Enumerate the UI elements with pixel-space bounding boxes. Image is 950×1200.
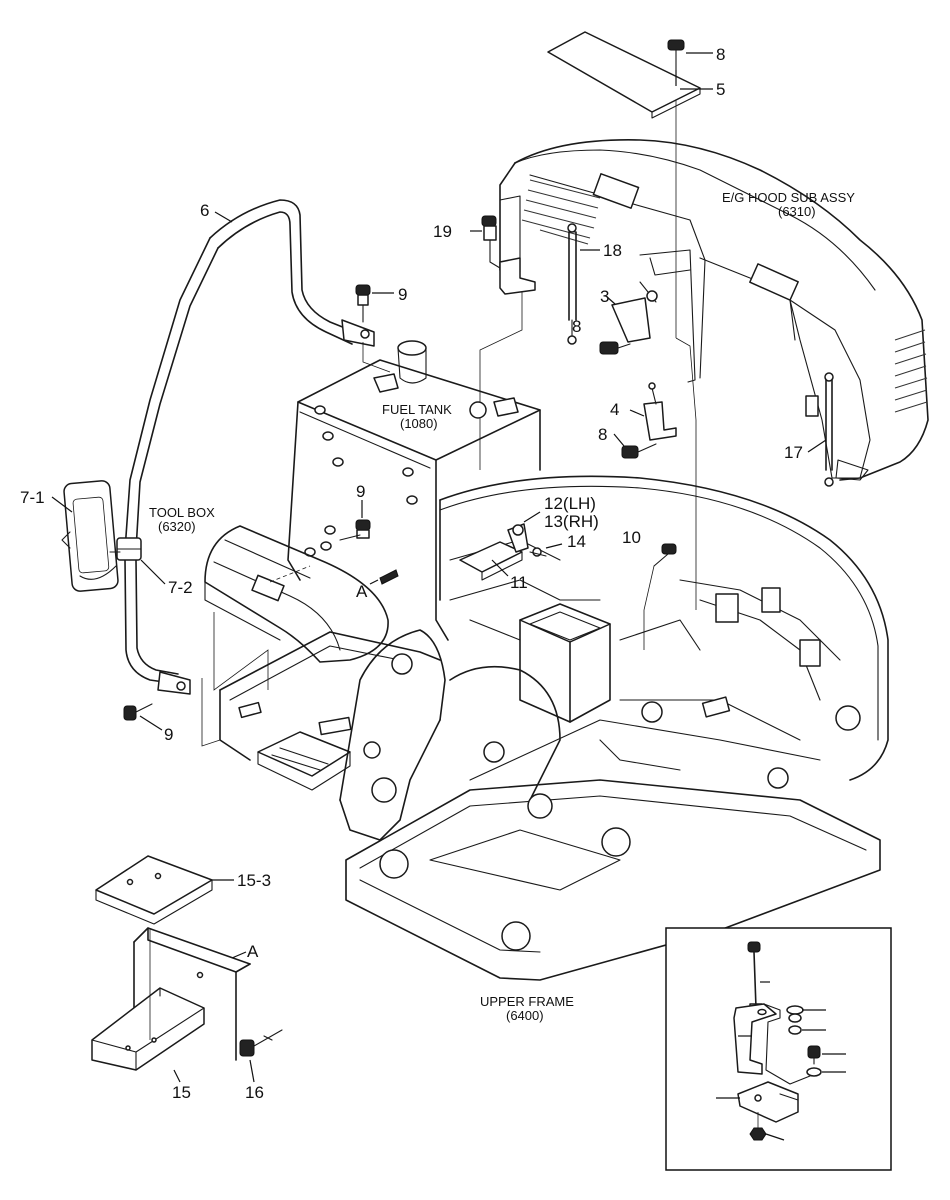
label-item-18: 18 — [603, 241, 622, 260]
label-item-7-2: 7-2 — [168, 578, 193, 597]
label-item-17: 17 — [784, 443, 803, 462]
gas-spring — [567, 223, 577, 345]
label-item-7-1: 7-1 — [20, 488, 45, 507]
engine-hood — [499, 139, 929, 481]
bolt-icon — [355, 284, 371, 323]
detail-item-4-panel — [665, 927, 892, 1171]
label-fuel-name: FUEL TANK — [382, 402, 452, 417]
label-hood-name: E/G HOOD SUB ASSY — [722, 190, 855, 205]
label-toolbox-name: TOOL BOX — [149, 505, 215, 520]
bracket-assembly — [459, 523, 547, 581]
handrail-bracket — [157, 319, 375, 695]
tray-detail — [91, 855, 283, 1071]
label-item-8-mid: 8 — [572, 317, 581, 336]
label-item-4: 4 — [610, 400, 619, 419]
label-item-11: 11 — [510, 573, 528, 592]
label-toolbox-code: (6320) — [158, 519, 196, 534]
hood-bracket — [611, 281, 658, 343]
label-item-13: 13(RH) — [544, 512, 599, 531]
label-item-8-low: 8 — [598, 425, 607, 444]
label-frame-code: (6400) — [506, 1008, 544, 1023]
gas-spring — [824, 372, 834, 487]
bolt-icon — [621, 443, 657, 459]
label-item-14: 14 — [567, 532, 586, 551]
label-item-15: 15 — [172, 1083, 191, 1102]
label-item-9-top: 9 — [398, 285, 407, 304]
label-item-6: 6 — [200, 201, 209, 220]
hood-stay — [489, 237, 536, 295]
label-hood-code: (6310) — [778, 204, 816, 219]
label-frame-name: UPPER FRAME — [480, 994, 574, 1009]
bolt-icon — [339, 519, 371, 541]
bolt-icon — [123, 703, 153, 721]
label-item-a-detail: A — [247, 942, 259, 961]
mirror-clamp — [116, 537, 142, 561]
tool-box — [204, 525, 389, 663]
label-item-8-top: 8 — [716, 45, 725, 64]
handrail — [124, 199, 361, 685]
bolt-icon — [599, 341, 631, 355]
label-item-19: 19 — [433, 222, 452, 241]
upper-frame — [219, 475, 889, 981]
label-fuel-code: (1080) — [400, 416, 438, 431]
label-item-9-low: 9 — [164, 725, 173, 744]
label-item-15-3: 15-3 — [237, 871, 271, 890]
label-item-5: 5 — [716, 80, 725, 99]
bolt-icon — [653, 543, 677, 567]
side-mirror — [61, 480, 121, 592]
label-item-16: 16 — [245, 1083, 264, 1102]
label-item-10: 10 — [622, 528, 641, 547]
bolt-icon — [481, 215, 497, 241]
detail-4-bracket — [643, 382, 677, 441]
label-item-9-mid: 9 — [356, 482, 365, 501]
label-item-a: A — [356, 582, 368, 601]
fuel-tank — [287, 340, 541, 641]
label-item-3: 3 — [600, 287, 609, 306]
label-item-12: 12(LH) — [544, 494, 596, 513]
bolt-icon — [667, 39, 685, 71]
